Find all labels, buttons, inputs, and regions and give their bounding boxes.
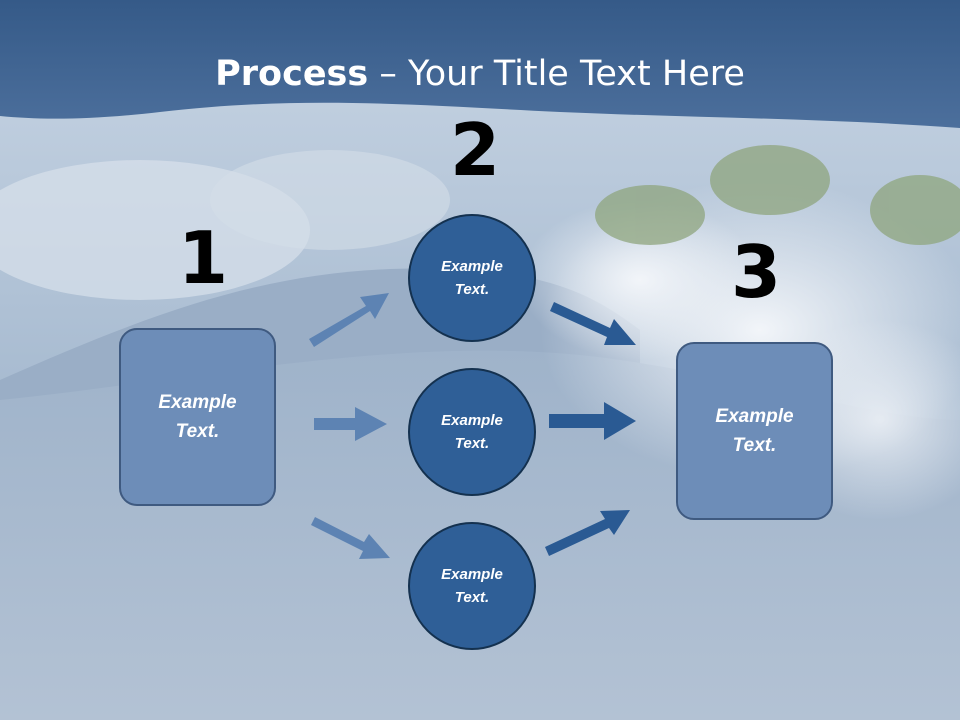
step-box-3-text: Example Text. [715, 406, 794, 456]
process-circle-top: Example Text. [408, 214, 536, 342]
arrow-right-light [314, 407, 387, 441]
circle-middle-text: Example Text. [441, 412, 503, 452]
step-number-1: 1 [178, 216, 229, 300]
step-box-3: Example Text. [676, 342, 833, 520]
arrow-down-right-dark [550, 302, 636, 345]
title-bold: Process [215, 54, 369, 94]
process-circle-middle: Example Text. [408, 368, 536, 496]
step-box-1: Example Text. [119, 328, 276, 506]
circle-bottom-text: Example Text. [441, 566, 503, 606]
arrow-up-right-light [309, 293, 389, 347]
slide-title: Process – Your Title Text Here [0, 52, 960, 96]
step-number-3: 3 [731, 230, 782, 314]
arrow-up-right-dark [545, 510, 630, 556]
title-text: Your Title Text Here [407, 54, 745, 94]
process-circle-bottom: Example Text. [408, 522, 536, 650]
arrow-down-right-light [311, 517, 390, 559]
arrow-right-dark [549, 402, 636, 440]
step-number-2: 2 [450, 108, 501, 192]
circle-top-text: Example Text. [441, 258, 503, 298]
title-dash: – [368, 54, 408, 94]
step-box-1-text: Example Text. [158, 392, 237, 442]
